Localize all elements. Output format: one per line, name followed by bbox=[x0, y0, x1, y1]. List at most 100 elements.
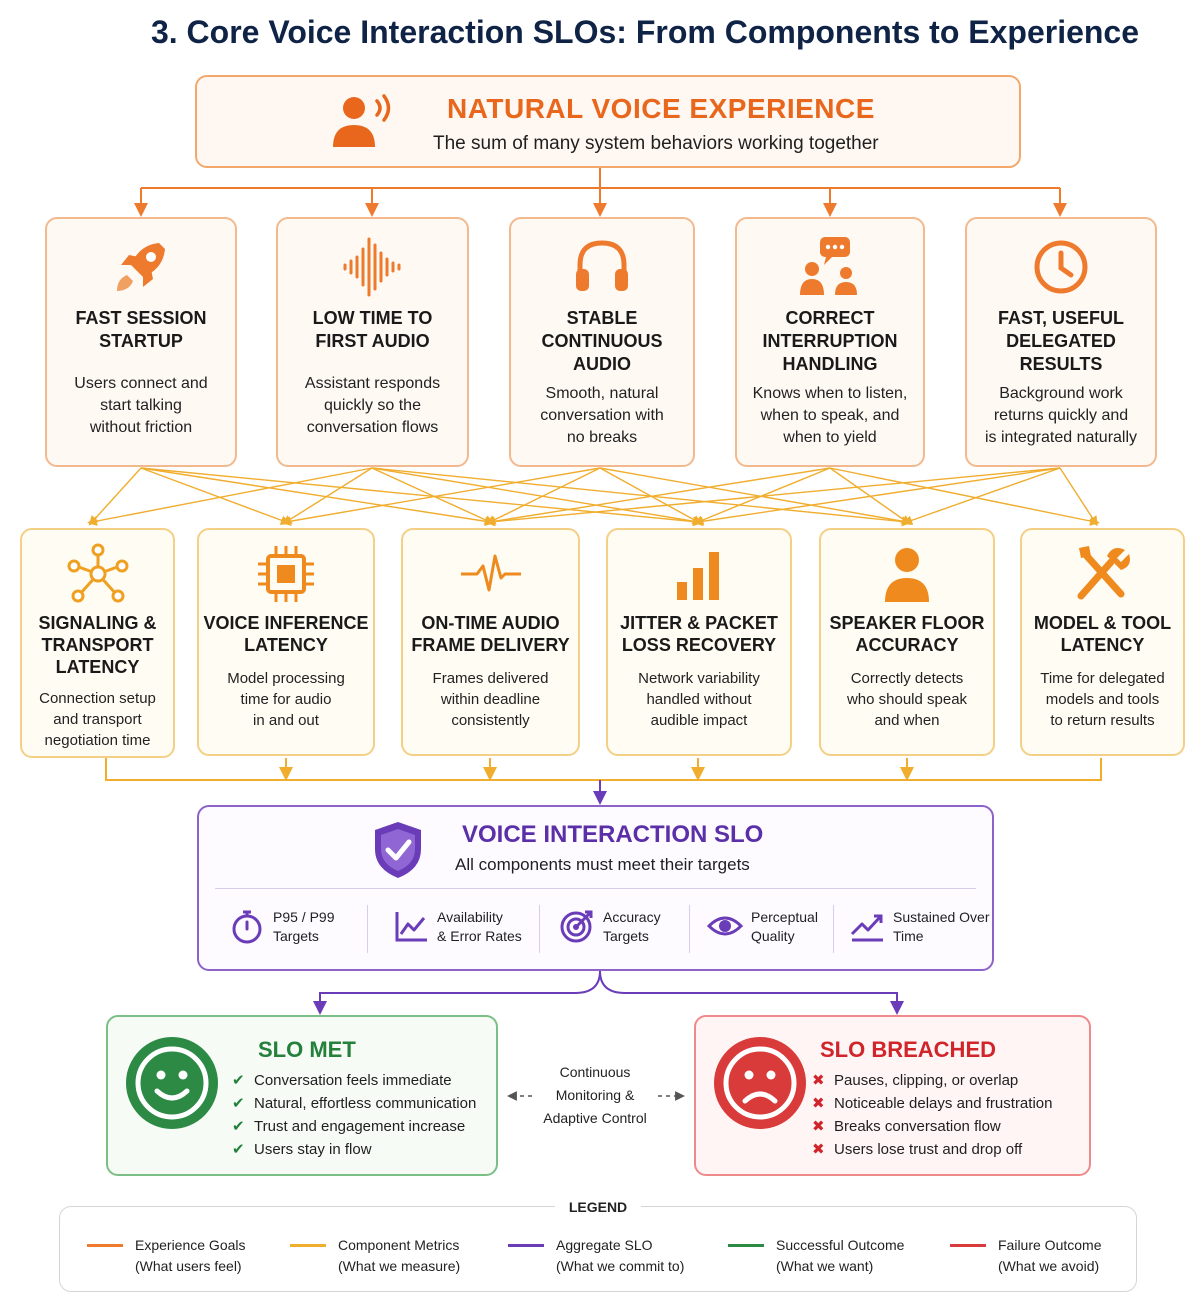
target-icon bbox=[560, 910, 593, 943]
sound-wave-icon bbox=[343, 237, 400, 297]
legend-swatch bbox=[508, 1244, 544, 1247]
experience-goal-box: NATURAL VOICE EXPERIENCE The sum of many… bbox=[195, 75, 1021, 168]
goal-component-link bbox=[902, 467, 1061, 525]
pulse-icon bbox=[460, 554, 521, 592]
shield-check-icon bbox=[375, 822, 421, 878]
check-icon: ✔ bbox=[232, 1072, 245, 1089]
goal-component-link bbox=[371, 467, 912, 527]
rocket-icon bbox=[117, 243, 165, 291]
check-icon: ✔ bbox=[232, 1095, 245, 1112]
legend-swatch bbox=[87, 1244, 123, 1247]
check-icon: ✔ bbox=[232, 1118, 245, 1135]
conversation-icon bbox=[800, 237, 857, 295]
slo-met-list: ✔Conversation feels immediate ✔Natural, … bbox=[232, 1069, 476, 1161]
legend-swatch bbox=[950, 1244, 986, 1247]
network-nodes-icon bbox=[67, 543, 128, 603]
goal-component-link bbox=[281, 467, 601, 526]
line-chart-icon bbox=[395, 912, 427, 942]
sad-face-icon bbox=[714, 1037, 806, 1129]
metric-separator bbox=[367, 905, 368, 953]
metric-separator bbox=[539, 905, 540, 953]
legend-swatch bbox=[290, 1244, 326, 1247]
goal-component-link bbox=[371, 467, 703, 527]
slo-breached-title: SLO BREACHED bbox=[820, 1037, 997, 1062]
slo-box: VOICE INTERACTION SLO All components mus… bbox=[197, 805, 994, 971]
chip-icon bbox=[258, 546, 314, 602]
cross-icon: ✖ bbox=[812, 1141, 825, 1158]
goal-component-link bbox=[87, 467, 373, 526]
list-item: ✔Trust and engagement increase bbox=[232, 1115, 476, 1138]
goal-component-link bbox=[140, 467, 703, 527]
slo-subtitle: All components must meet their targets bbox=[455, 855, 750, 874]
clock-icon bbox=[1034, 240, 1088, 294]
goal-component-link bbox=[88, 467, 142, 526]
goal-component-link bbox=[693, 467, 831, 525]
legend: LEGEND Experience Goals(What users feel)… bbox=[59, 1199, 1137, 1292]
list-item: ✔Users stay in flow bbox=[232, 1138, 476, 1161]
slo-divider bbox=[215, 888, 976, 889]
legend-title: LEGEND bbox=[554, 1199, 642, 1215]
goal-component-link bbox=[140, 467, 495, 527]
goal-component-link bbox=[599, 467, 703, 525]
legend-swatch bbox=[728, 1244, 764, 1247]
list-item: ✖Pauses, clipping, or overlap bbox=[812, 1069, 1052, 1092]
bar-chart-icon bbox=[677, 552, 719, 600]
goal-component-link bbox=[485, 467, 601, 525]
headphones-icon bbox=[576, 240, 628, 291]
list-item: ✖Users lose trust and drop off bbox=[812, 1138, 1052, 1161]
stopwatch-icon bbox=[232, 910, 262, 944]
goal-component-link bbox=[693, 467, 1061, 527]
slo-heading: VOICE INTERACTION SLO bbox=[462, 821, 764, 848]
goal-component-link bbox=[599, 467, 912, 526]
experience-heading: NATURAL VOICE EXPERIENCE bbox=[447, 93, 875, 124]
list-item: ✖Noticeable delays and frustration bbox=[812, 1092, 1052, 1115]
goal-component-link bbox=[485, 467, 1061, 527]
tools-icon bbox=[1077, 546, 1130, 600]
person-icon bbox=[885, 548, 929, 602]
goal-component-link bbox=[485, 467, 831, 527]
goal-component-link bbox=[829, 467, 1100, 526]
smiley-face-icon bbox=[126, 1037, 218, 1129]
cross-icon: ✖ bbox=[812, 1095, 825, 1112]
goal-component-link bbox=[281, 467, 373, 525]
goal-component-link bbox=[1059, 467, 1098, 527]
goal-component-link bbox=[140, 467, 291, 525]
cross-icon: ✖ bbox=[812, 1072, 825, 1089]
cross-icon: ✖ bbox=[812, 1118, 825, 1135]
list-item: ✔Natural, effortless communication bbox=[232, 1092, 476, 1115]
list-item: ✖Breaks conversation flow bbox=[812, 1115, 1052, 1138]
slo-breached-box: SLO BREACHED ✖Pauses, clipping, or overl… bbox=[694, 1015, 1091, 1176]
metric-separator bbox=[689, 905, 690, 953]
page-title: 3. Core Voice Interaction SLOs: From Com… bbox=[150, 14, 1140, 50]
person-speaking-icon bbox=[333, 94, 391, 147]
trend-up-icon bbox=[850, 914, 883, 942]
